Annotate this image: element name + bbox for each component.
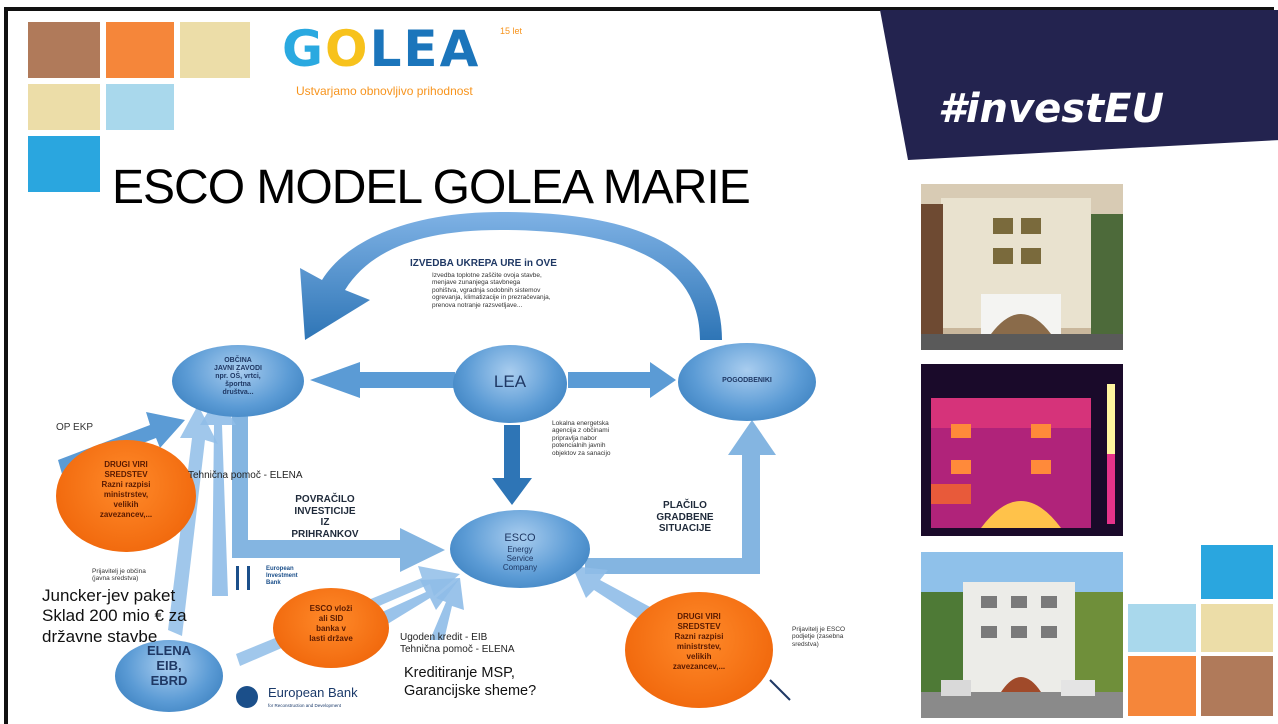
page-title: ESCO MODEL GOLEA MARIE bbox=[112, 161, 751, 214]
node-obcina bbox=[172, 345, 304, 417]
node-lea bbox=[453, 345, 567, 423]
kreditiranje-label: Kreditiranje MSP,Garancijske sheme? bbox=[404, 665, 537, 700]
arrow-lea-to-esco bbox=[492, 425, 532, 505]
arrow-esco-to-pogodbeniki bbox=[585, 420, 776, 574]
logo-wordmark: GOLEA bbox=[282, 20, 481, 78]
deco-square-lightblue bbox=[106, 84, 174, 130]
arrow-lea-to-pogodbeniki bbox=[568, 362, 676, 398]
deco-square-sand-br bbox=[1201, 604, 1273, 652]
eib-logo-mark bbox=[236, 566, 250, 590]
building-photo-after bbox=[921, 552, 1123, 718]
node-drugi-viri-left bbox=[56, 440, 196, 552]
ebrd-logo-subtext: for Reconstruction and Development bbox=[268, 703, 342, 708]
node-lea-label: LEA bbox=[493, 372, 527, 391]
logo-years: 15 let bbox=[500, 26, 523, 36]
deco-square-sand bbox=[180, 22, 250, 78]
deco-square-orange-br bbox=[1128, 656, 1196, 716]
arrow-up-left-2 bbox=[168, 405, 218, 636]
top-arrow-title: IZVEDBA UKREPA URE in OVE bbox=[410, 258, 557, 269]
node-pogodbeniki-label: POGODBENIKI bbox=[722, 377, 772, 384]
deco-square-blue-br bbox=[1201, 545, 1273, 599]
investeu-hashtag: #investEU bbox=[938, 86, 1164, 132]
thermal-photo bbox=[921, 364, 1123, 536]
deco-square-brown bbox=[28, 22, 100, 78]
prijavitelj-obcina: Prijavitelj je občina(javna sredstva) bbox=[92, 568, 146, 583]
investeu-banner bbox=[880, 10, 1278, 160]
node-esco-vlozi bbox=[273, 588, 389, 668]
arrow-obcina-to-esco bbox=[232, 416, 445, 572]
building-photo bbox=[921, 184, 1123, 350]
op-ekp-label: OP EKP bbox=[56, 422, 94, 433]
golea-logo: GOLEA 15 let Ustvarjamo obnovljivo priho… bbox=[282, 20, 542, 100]
node-pogodbeniki bbox=[678, 343, 816, 421]
top-arrow-desc: Izvedba toplotne zaščite ovoja stavbe,me… bbox=[432, 272, 551, 309]
node-drugi-viri-right bbox=[625, 592, 773, 708]
deco-square-orange bbox=[106, 22, 174, 78]
tehnicna-pomoc-label: Tehnična pomoč - ELENA bbox=[188, 470, 303, 481]
ebrd-logo-mark bbox=[236, 686, 258, 708]
arrow-up-left-1 bbox=[200, 395, 236, 596]
deco-square-blue bbox=[28, 136, 100, 192]
arrow-lea-to-obcina bbox=[310, 362, 455, 398]
arrow-ugoden-kredit bbox=[430, 578, 464, 640]
logo-tagline: Ustvarjamo obnovljivo prihodnost bbox=[296, 84, 473, 98]
deco-square-lightblue-br bbox=[1128, 604, 1196, 652]
ebrd-logo-text: European Bank bbox=[268, 685, 358, 700]
deco-square-sand-2 bbox=[28, 84, 100, 130]
node-esco bbox=[450, 510, 590, 588]
arrow-drugi-viri-right bbox=[572, 566, 652, 620]
slide-frame bbox=[4, 7, 1274, 724]
node-elena bbox=[115, 640, 223, 712]
deco-square-brown-br bbox=[1201, 656, 1273, 716]
